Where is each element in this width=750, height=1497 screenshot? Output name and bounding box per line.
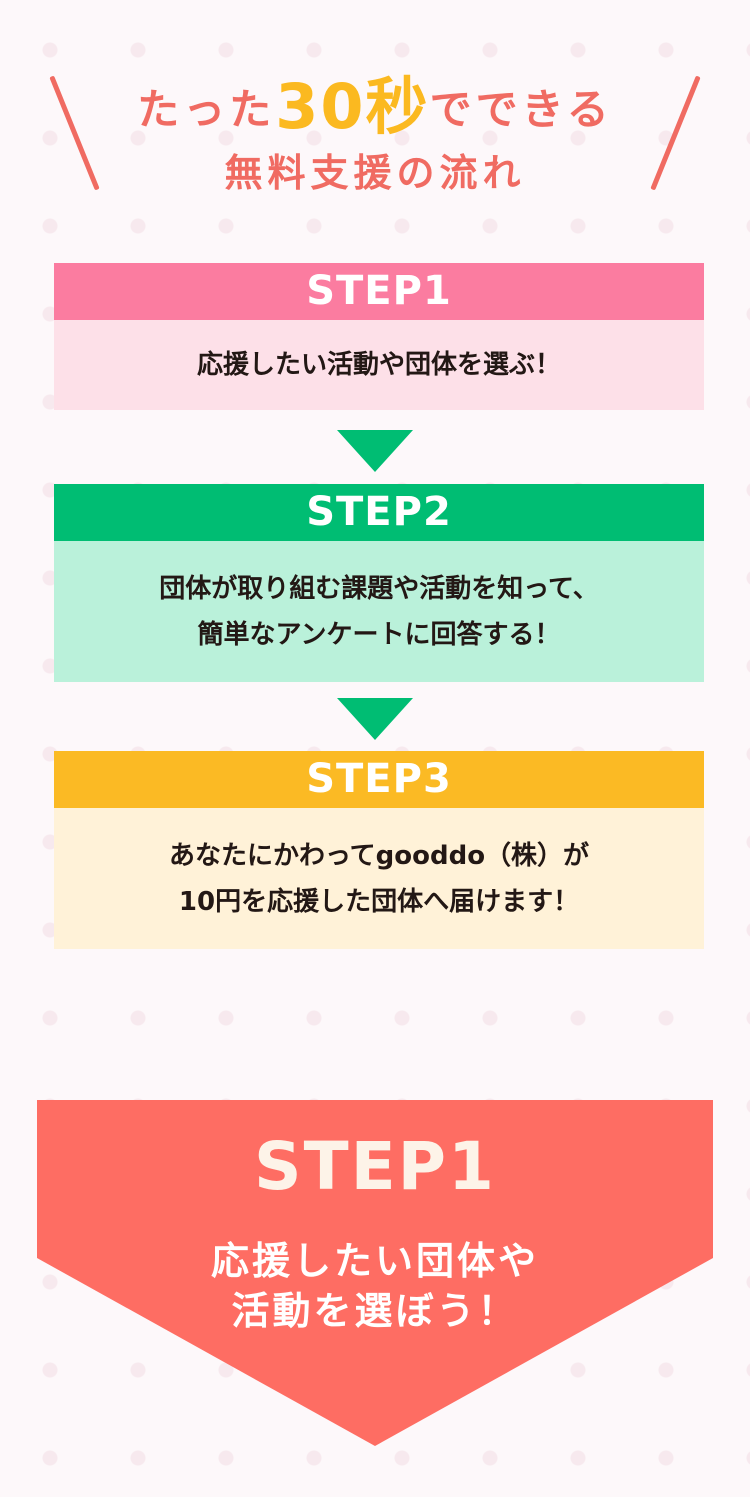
- step-2-card: STEP2 団体が取り組む課題や活動を知って、 簡単なアンケートに回答する！: [54, 484, 704, 682]
- flow-header: たった30秒でできる 無料支援の流れ: [0, 0, 750, 230]
- header-title-line1: たった30秒でできる: [0, 56, 750, 146]
- banner-text-line: 応援したい団体や: [210, 1239, 539, 1283]
- banner-text-line: 活動を選ぼう！: [231, 1289, 519, 1333]
- step-1-banner: STEP1 応援したい団体や 活動を選ぼう！: [37, 1100, 713, 1446]
- step-3-label: STEP3: [54, 751, 704, 808]
- step-3-card: STEP3 あなたにかわってgooddo（株）が 10円を応援した団体へ届けます…: [54, 751, 704, 949]
- step-1-card: STEP1 応援したい活動や団体を選ぶ！: [54, 263, 704, 410]
- banner-description: 応援したい団体や 活動を選ぼう！: [37, 1236, 713, 1336]
- step-1-description: 応援したい活動や団体を選ぶ！: [54, 320, 704, 410]
- step-2-label: STEP2: [54, 484, 704, 541]
- step-3-description: あなたにかわってgooddo（株）が 10円を応援した団体へ届けます！: [54, 808, 704, 949]
- down-arrow-icon: [337, 698, 413, 740]
- header-title-highlight: 30秒: [275, 70, 430, 143]
- step-3-text-line: あなたにかわってgooddo（株）が: [168, 840, 590, 871]
- step-3-text-line: 10円を応援した団体へ届けます！: [178, 886, 580, 917]
- step-2-description: 団体が取り組む課題や活動を知って、 簡単なアンケートに回答する！: [54, 541, 704, 682]
- header-title-prefix: たった: [137, 85, 276, 134]
- step-1-text-line: 応援したい活動や団体を選ぶ！: [196, 350, 561, 380]
- header-title-suffix: でできる: [429, 85, 613, 134]
- step-2-text-line: 簡単なアンケートに回答する！: [197, 619, 561, 650]
- banner-title: STEP1: [254, 1128, 496, 1205]
- step-2-text-line: 団体が取り組む課題や活動を知って、: [159, 573, 599, 604]
- down-arrow-icon: [337, 430, 413, 472]
- step-1-label: STEP1: [54, 263, 704, 320]
- header-title-line2: 無料支援の流れ: [224, 151, 526, 195]
